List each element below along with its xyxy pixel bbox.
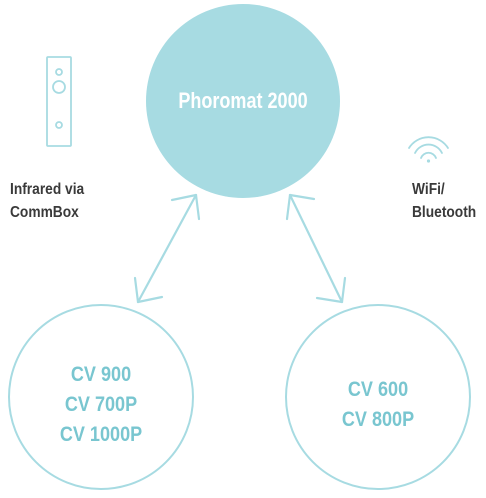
right-double-arrow [285,193,347,304]
right-link-caption-line: Bluetooth [412,204,477,221]
left-link-caption-line: Infrared via [10,181,85,198]
left-device-circle [8,304,194,490]
left-device-models: CV 900 CV 700P CV 1000P [32,360,170,450]
device-model-label: CV 1000P [59,423,143,446]
remote-control-icon [46,56,72,147]
left-double-arrow [133,193,201,304]
device-model-label: CV 600 [347,378,409,401]
device-model-label: CV 900 [70,363,132,386]
left-link-caption: Infrared via CommBox [10,178,84,224]
right-link-caption: WiFi/ Bluetooth [412,178,476,224]
device-model-label: CV 700P [64,393,138,416]
device-model-label: CV 800P [341,408,415,431]
hub-circle [146,4,340,198]
right-link-caption-line: WiFi/ [412,181,445,198]
right-device-circle [285,304,471,490]
hub-label: Phoromat 2000 [178,88,308,113]
wifi-icon [408,136,449,163]
left-link-caption-line: CommBox [10,204,79,221]
right-device-models: CV 600 CV 800P [309,375,447,435]
